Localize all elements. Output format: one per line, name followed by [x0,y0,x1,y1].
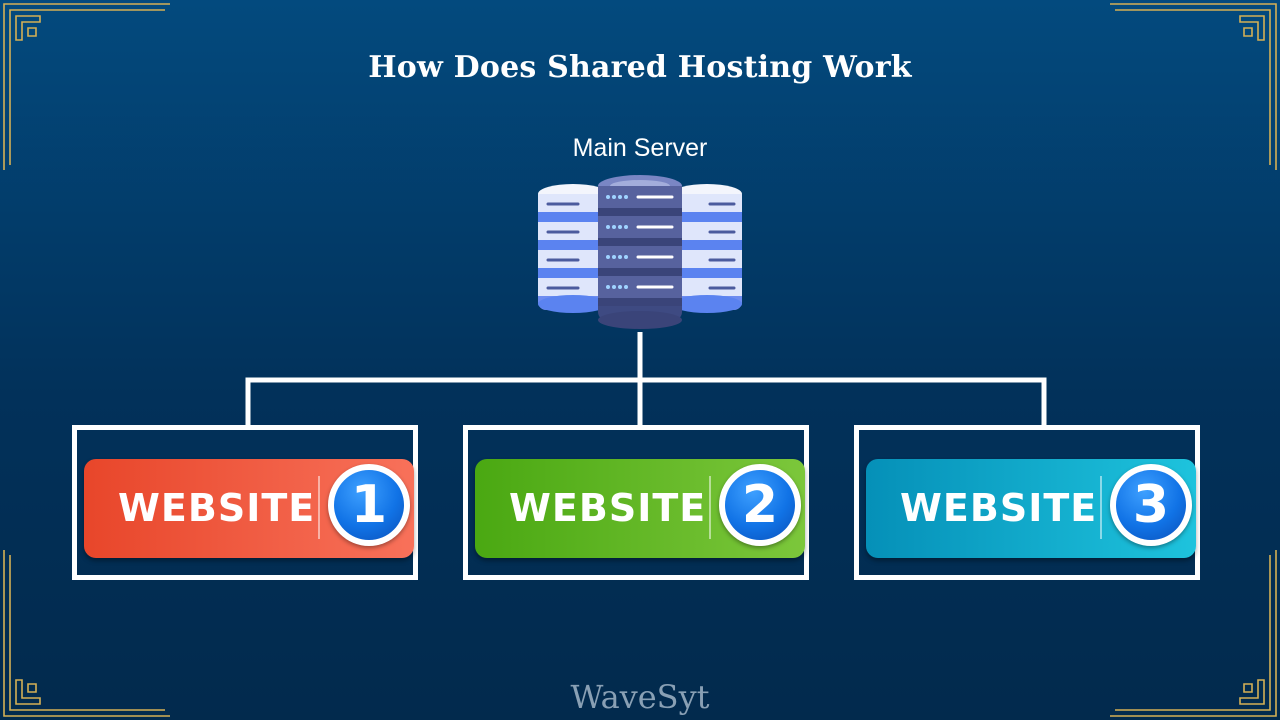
connector-branch [245,377,1047,425]
badge-divider [318,476,320,539]
page-title: How Does Shared Hosting Work [368,50,912,85]
number-circle-1: 1 [328,464,410,546]
website-box-2: WEBSITE 2 [463,425,809,580]
badge-divider [1100,476,1102,539]
website-box-1: WEBSITE 1 [72,425,418,580]
number-circle-2: 2 [719,464,801,546]
website-number-3: 3 [1116,470,1186,540]
corner-ornament-bottom-left [0,550,170,720]
website-badge-1: WEBSITE 1 [84,459,414,558]
server-stack-icon [534,174,746,334]
website-label-2: WEBSITE [509,486,707,530]
corner-ornament-top-left [0,0,170,170]
server-label: Main Server [572,134,708,162]
watermark-logo: WaveSyt [570,678,710,716]
website-number-2: 2 [725,470,795,540]
corner-ornament-bottom-right [1110,550,1280,720]
corner-ornament-top-right [1110,0,1280,170]
badge-divider [709,476,711,539]
website-box-3: WEBSITE 3 [854,425,1200,580]
website-label-1: WEBSITE [118,486,316,530]
website-badge-3: WEBSITE 3 [866,459,1196,558]
website-number-1: 1 [334,470,404,540]
number-circle-3: 3 [1110,464,1192,546]
website-label-3: WEBSITE [900,486,1098,530]
website-badge-2: WEBSITE 2 [475,459,805,558]
